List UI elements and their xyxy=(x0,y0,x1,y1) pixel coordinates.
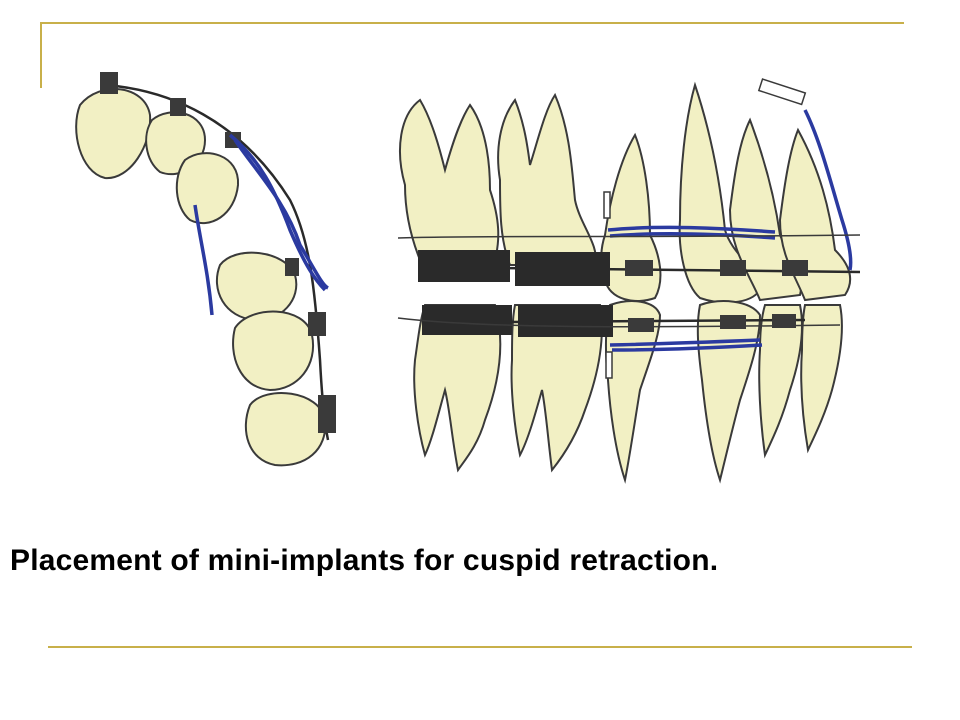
ligatures xyxy=(193,109,853,352)
left-border-rule xyxy=(40,22,42,88)
bottom-border-rule xyxy=(48,646,912,648)
mini-implants xyxy=(603,78,807,379)
upper-teeth xyxy=(399,81,852,304)
dental-illustration xyxy=(75,72,861,484)
top-border-rule xyxy=(40,22,904,24)
lower-teeth xyxy=(413,300,843,484)
occlusal-view-teeth xyxy=(75,88,327,467)
slide-caption: Placement of mini-implants for cuspid re… xyxy=(10,544,719,577)
gum-lines xyxy=(397,234,861,328)
